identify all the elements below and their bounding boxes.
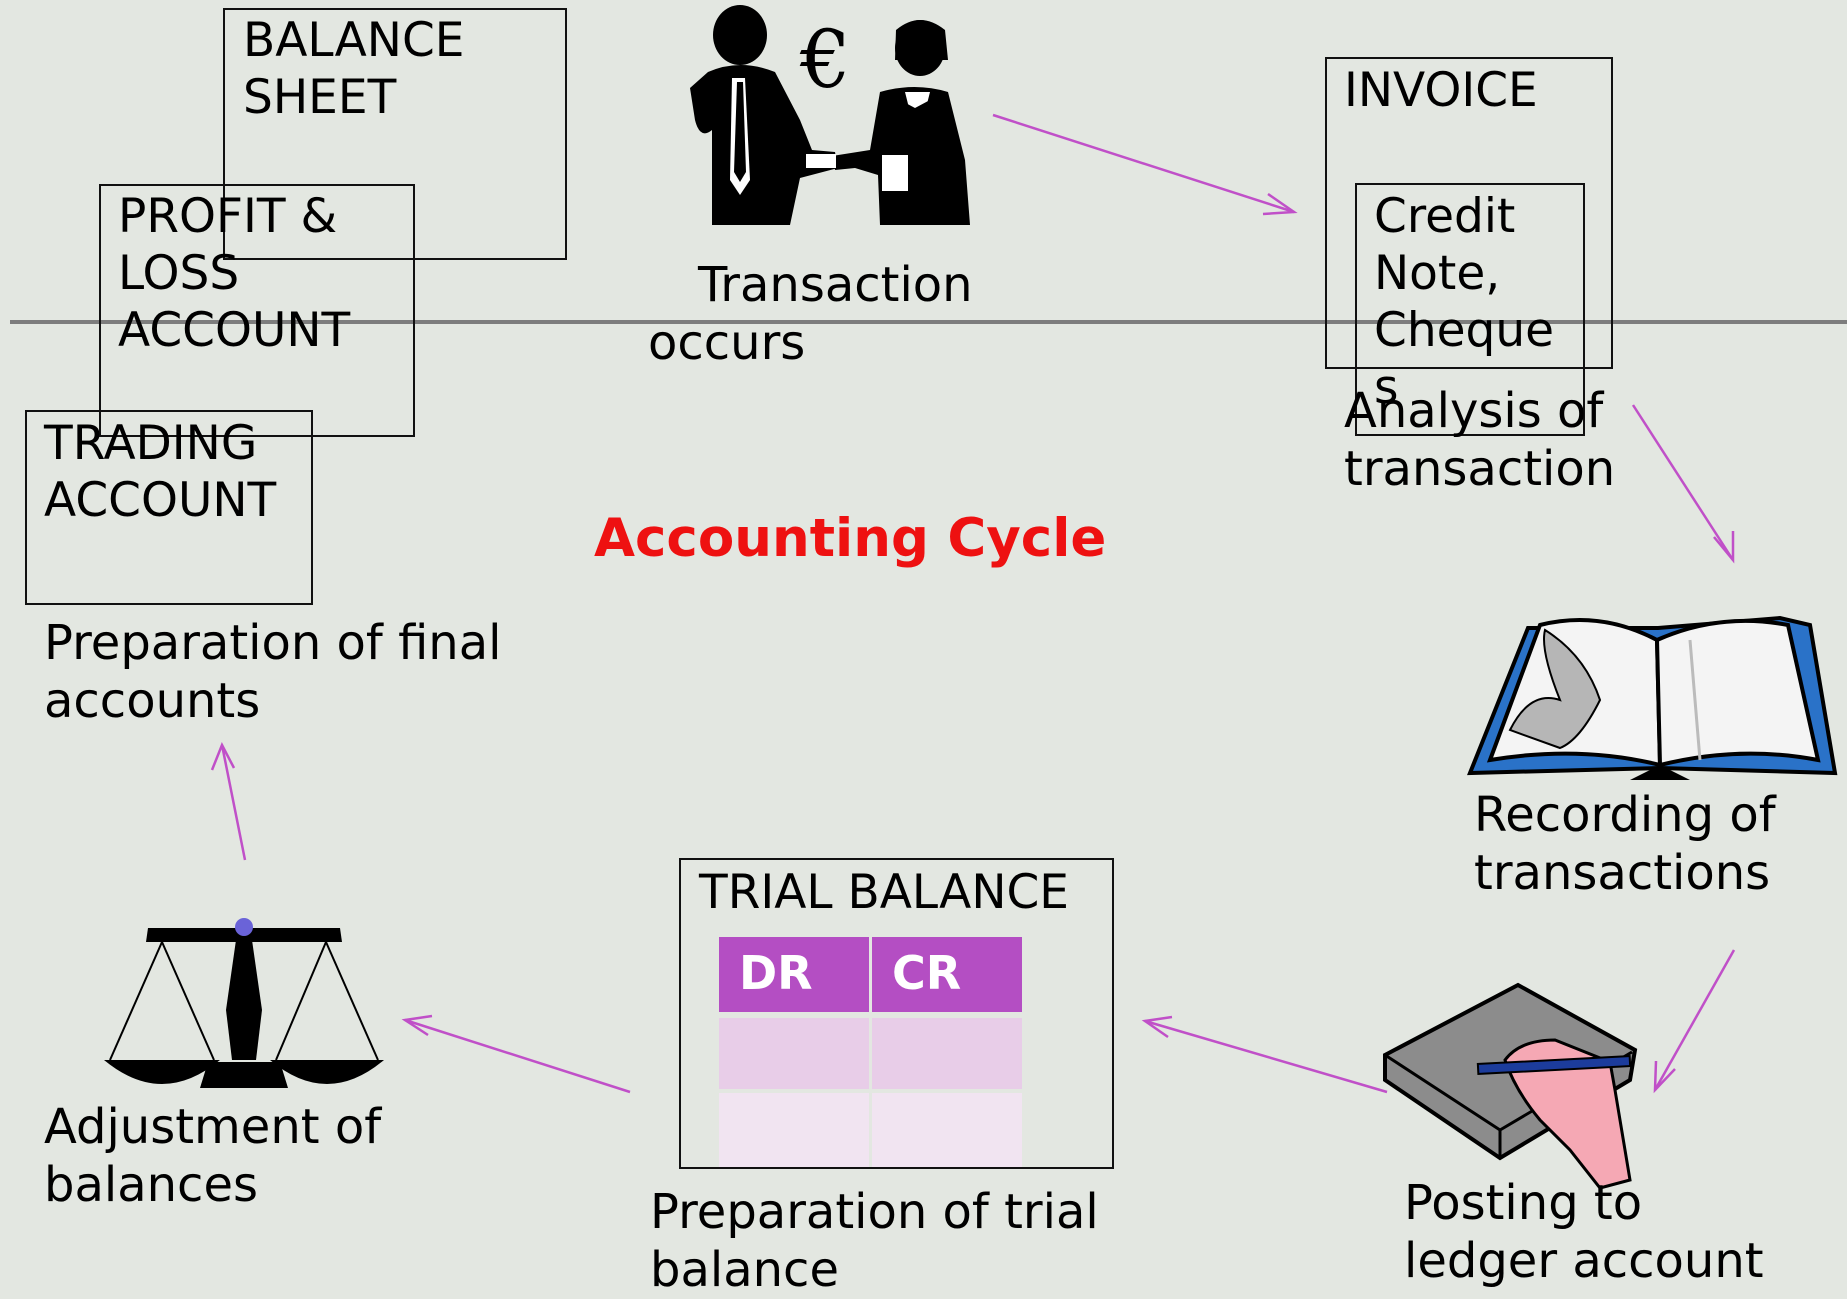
transaction-label: Transaction occurs <box>648 257 973 371</box>
divider-line <box>10 320 1847 324</box>
arrow-trial-to-adjustment <box>401 1014 631 1094</box>
arrow-transaction-to-analysis <box>992 113 1298 216</box>
invoice-box <box>1325 57 1613 369</box>
euro-symbol: € <box>800 13 851 106</box>
table-cell <box>872 1093 1022 1167</box>
analysis-label: Analysis of transaction <box>1344 383 1616 497</box>
diagram-title: Accounting Cycle <box>594 508 1107 569</box>
credit-note-box <box>1355 183 1585 436</box>
table-cell <box>872 1018 1022 1089</box>
table-cell <box>719 1093 869 1167</box>
arrow-analysis-to-recording <box>1631 404 1735 564</box>
trading-account-box <box>25 410 313 605</box>
trial-balance-box <box>679 858 1114 1169</box>
trial-balance-title: TRIAL BALANCE <box>699 865 1069 920</box>
invoice-label: INVOICE <box>1344 63 1538 118</box>
arrow-posting-to-trial <box>1141 1015 1388 1094</box>
arrow-adjustment-to-final <box>210 742 247 861</box>
adjustment-label: Adjustment of balances <box>44 1099 382 1213</box>
trading-account-label: TRADING ACCOUNT <box>44 416 277 528</box>
cr-column-header: CR <box>872 937 1022 1012</box>
posting-label: Posting to ledger account <box>1404 1175 1764 1289</box>
table-cell <box>719 1018 869 1089</box>
profit-loss-label: PROFIT & LOSS ACCOUNT <box>118 189 351 358</box>
recording-label: Recording of transactions <box>1474 787 1776 901</box>
final-accounts-label: Preparation of final accounts <box>44 615 502 729</box>
dr-column-header: DR <box>719 937 869 1012</box>
balance-sheet-box <box>223 8 567 260</box>
balance-sheet-label: BALANCE SHEET <box>243 13 465 125</box>
profit-loss-box <box>99 184 415 437</box>
credit-note-label: Credit Note, Cheque s <box>1374 189 1555 415</box>
arrow-recording-to-posting <box>1653 949 1736 1094</box>
trial-balance-label: Preparation of trial balance <box>650 1184 1099 1298</box>
